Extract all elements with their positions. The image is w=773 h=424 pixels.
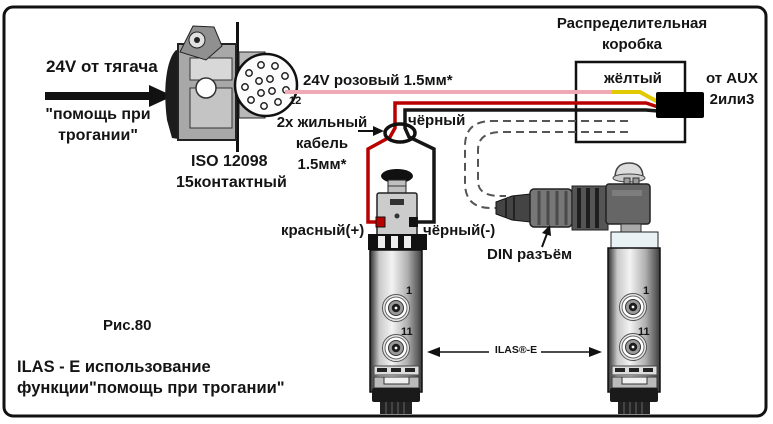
connector-pins (241, 61, 290, 110)
positive-terminal (375, 216, 386, 228)
din-plug-illustration (495, 185, 609, 231)
function-quote-line1: "помощь при (45, 106, 151, 123)
figure-number: Рис.80 (103, 317, 152, 334)
figure-caption-line1: ILAS - E использование (17, 358, 211, 376)
left-port-11-label: 11 (401, 326, 413, 338)
ilas-span-arrow-icon (427, 347, 602, 357)
black-wire (403, 108, 659, 224)
left-port-11 (382, 334, 410, 362)
right-port-1 (619, 293, 647, 321)
cable-ferrule-icon (383, 122, 417, 144)
din-pointer-arrow-icon (541, 225, 551, 248)
black-wire-label: чёрный (408, 112, 466, 129)
supply-arrow-icon (45, 85, 173, 107)
junction-box-title: Распределительная коробка (556, 15, 708, 53)
function-quote-line2: трогании" (58, 127, 138, 144)
right-port-1-label: 1 (643, 285, 650, 297)
aux-terminal-block (656, 92, 704, 118)
figure-caption-line2: функции"помощь при трогании" (17, 379, 285, 397)
ilas-span-label: ILAS®-E (494, 344, 538, 356)
aux-source-label: от AUX 2или3 (706, 70, 758, 108)
iso-standard-label: ISO 12098 (191, 153, 268, 170)
cable-pointer-arrow-icon (358, 126, 384, 136)
left-port-1 (382, 294, 410, 322)
left-valve-plug (375, 169, 418, 238)
left-valve-illustration (368, 234, 427, 414)
figure-caption: ILAS - E использование функции"помощь пр… (17, 357, 285, 399)
right-port-11 (619, 333, 647, 361)
red-wire (366, 101, 659, 224)
aux-dashed-cable (464, 120, 628, 209)
pin-number-label: 12 (289, 95, 302, 107)
cable-spec-label: 2х жильный кабель 1.5мм* (276, 114, 368, 173)
iso-pins-label: 15контактный (176, 174, 287, 191)
yellow-wire (612, 90, 659, 104)
negative-terminal (409, 217, 418, 227)
pink-wire-label: 24V розовый 1.5мм* (303, 72, 453, 89)
supply-voltage-label: 24V от тягача (46, 57, 158, 76)
din-connector-label: DIN разъём (487, 246, 573, 263)
function-quote-label: "помощь при трогании" (28, 104, 168, 146)
iso-connector-illustration (165, 22, 299, 152)
left-port-1-label: 1 (406, 285, 413, 297)
negative-wire-label: чёрный(-) (423, 222, 496, 239)
yellow-wire-label: жёлтый (604, 70, 662, 87)
right-valve-connector (605, 162, 659, 249)
positive-wire-label: красный(+) (281, 222, 365, 239)
right-valve-illustration (607, 247, 661, 414)
right-port-11-label: 11 (638, 326, 650, 338)
